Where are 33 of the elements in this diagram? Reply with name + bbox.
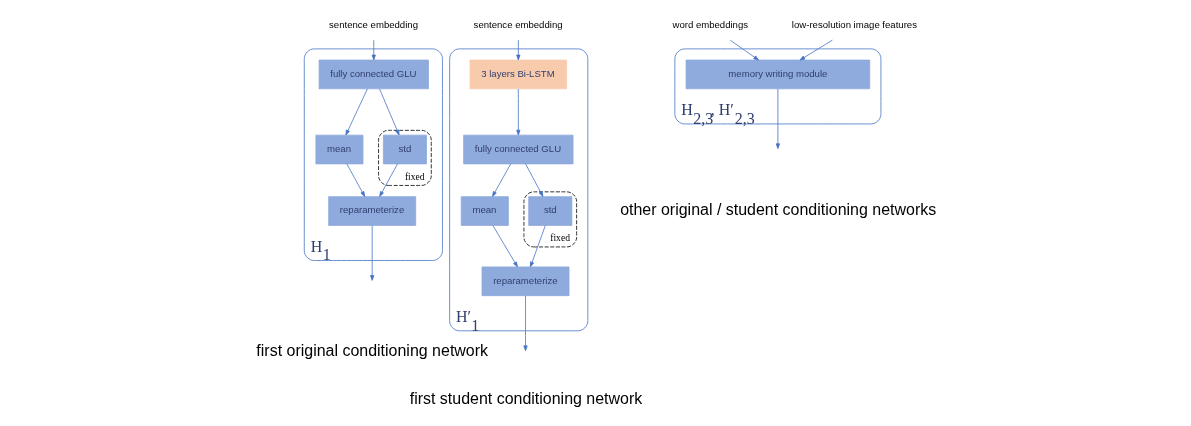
node-box: mean [460,196,509,226]
arrow [515,88,520,136]
arrow [344,88,368,136]
arrow [371,39,376,61]
node-box: 3 layers Bi-LSTM [469,59,567,90]
arrow [515,39,520,61]
arrow [369,225,374,281]
node-box: std [527,196,572,226]
label: first student conditioning network [409,390,642,408]
node-box: reparameterize [481,266,569,297]
node-text: sentence embedding [473,19,563,31]
node-text: sentence embedding [328,19,418,31]
node-box: reparameterize [327,196,416,226]
arrow [799,39,833,61]
node-text: word embeddings [671,19,748,31]
arrow [522,295,528,352]
arrow [492,225,518,268]
label: other original / student conditioning networks [619,201,936,218]
arrow [524,163,543,197]
arrow [529,225,546,268]
node-text: low-resolution image features [791,19,917,31]
node-box: std [382,134,427,165]
node-box: fully connected GLU [462,134,573,165]
arrow [378,88,399,136]
node-box: memory writing module [685,59,870,90]
arrow [491,163,511,197]
node-box: mean [314,134,363,165]
label: first original conditioning network [255,341,488,359]
node-box: fully connected GLU [318,59,429,90]
arrow [775,88,780,149]
arrow [729,39,759,61]
arrow [378,163,398,197]
arrow [345,163,365,197]
